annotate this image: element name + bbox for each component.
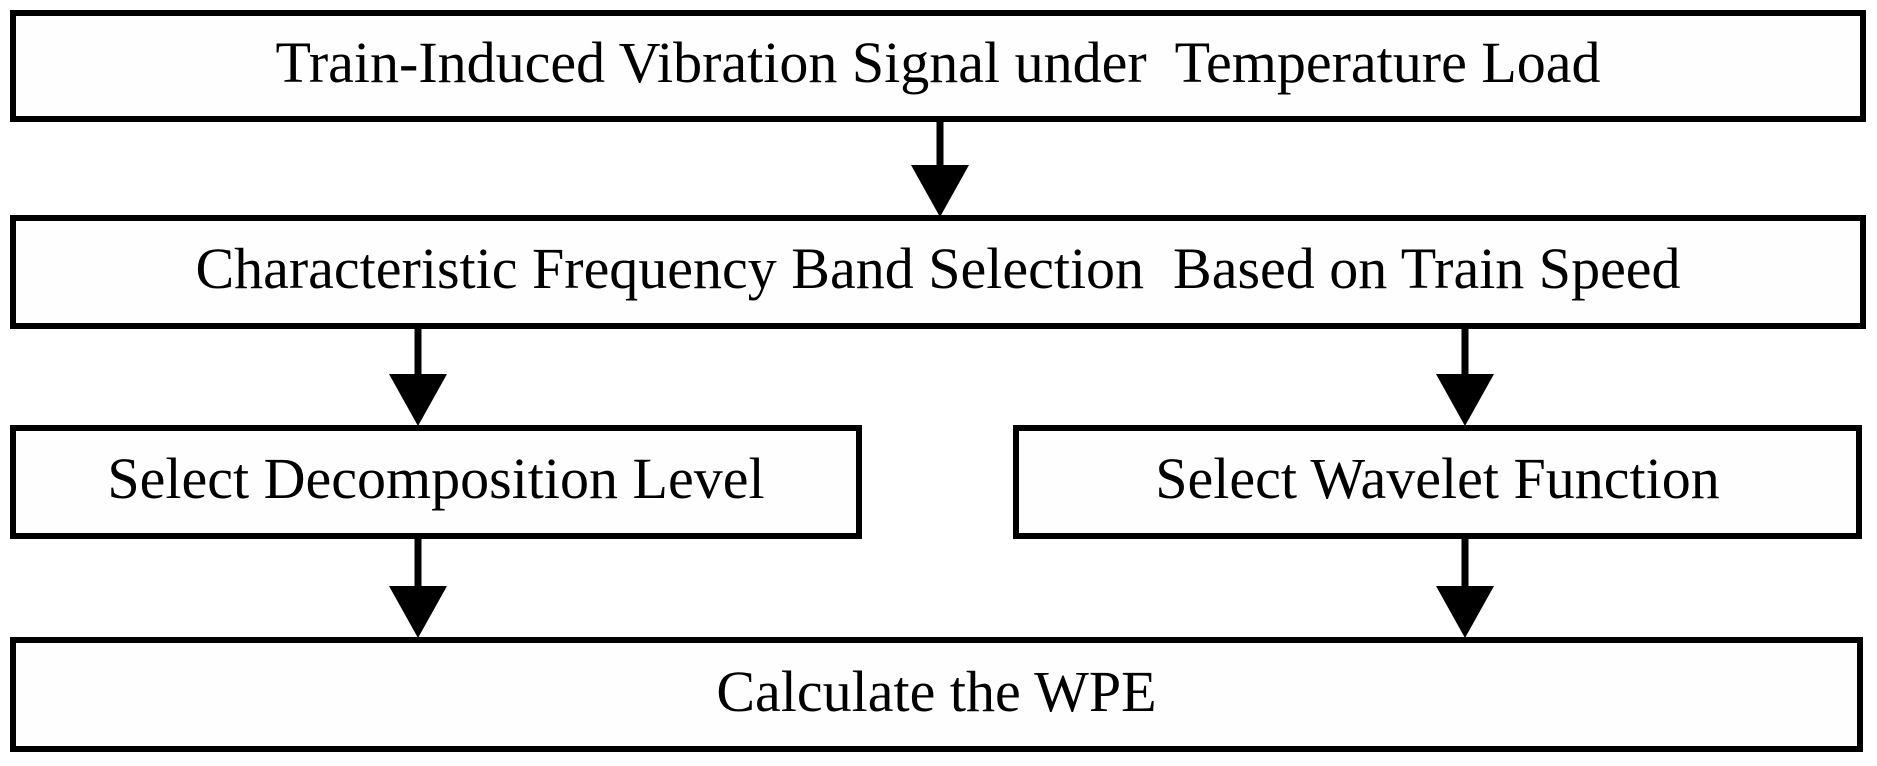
arrow-shaft <box>936 120 944 172</box>
down-arrow-icon <box>1435 537 1495 638</box>
flow-node-vibration-signal: Train-Induced Vibration Signal under Tem… <box>10 10 1866 122</box>
flow-node-wavelet-function-label: Select Wavelet Function <box>1155 446 1720 512</box>
flow-node-calculate-wpe: Calculate the WPE <box>10 637 1863 752</box>
flow-node-decomposition-level-label: Select Decomposition Level <box>107 446 765 512</box>
down-arrow-icon <box>388 327 448 426</box>
flow-node-band-selection-label: Characteristic Frequency Band Selection … <box>195 236 1681 302</box>
arrowhead-icon <box>389 374 447 426</box>
arrowhead-icon <box>1436 374 1494 426</box>
flow-node-decomposition-level: Select Decomposition Level <box>10 425 862 539</box>
flow-node-calculate-wpe-label: Calculate the WPE <box>716 658 1157 724</box>
arrowhead-icon <box>389 586 447 638</box>
arrow-shaft <box>414 327 422 381</box>
down-arrow-icon <box>388 537 448 638</box>
down-arrow-icon <box>910 120 970 217</box>
arrowhead-icon <box>911 165 969 217</box>
flow-node-wavelet-function: Select Wavelet Function <box>1013 425 1862 539</box>
flow-node-band-selection: Characteristic Frequency Band Selection … <box>10 215 1866 329</box>
arrow-shaft <box>1461 327 1469 381</box>
arrowhead-icon <box>1436 586 1494 638</box>
arrow-shaft <box>1461 537 1469 593</box>
arrow-shaft <box>414 537 422 593</box>
down-arrow-icon <box>1435 327 1495 426</box>
flow-node-vibration-signal-label: Train-Induced Vibration Signal under Tem… <box>275 30 1601 96</box>
